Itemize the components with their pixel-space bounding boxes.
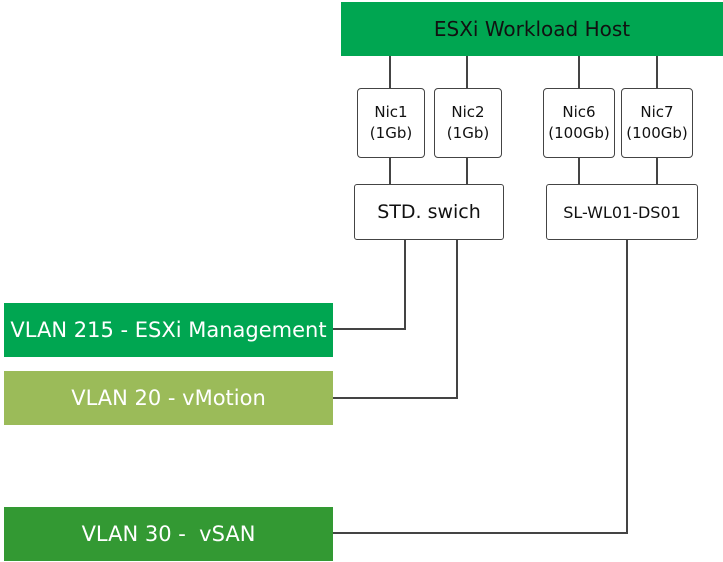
nic2-box: Nic2 (1Gb) — [434, 88, 502, 158]
esxi-host-label: ESXi Workload Host — [433, 17, 631, 41]
nic7-name: Nic7 — [640, 103, 674, 121]
vlan-vmotion-label: VLAN 20 - vMotion — [71, 386, 266, 410]
std-switch-box: STD. swich — [354, 184, 504, 240]
vlan-vsan-label: VLAN 30 - vSAN — [81, 522, 256, 546]
nic6-name: Nic6 — [562, 103, 596, 121]
vlan-management-label: VLAN 215 - ESXi Management — [10, 318, 327, 342]
esxi-host-box: ESXi Workload Host — [341, 2, 723, 56]
link-ds-switch-vlan30 — [333, 240, 628, 534]
nic2-speed: (1Gb) — [446, 124, 490, 142]
distributed-switch-box: SL-WL01-DS01 — [546, 184, 698, 240]
nic2-name: Nic2 — [451, 103, 485, 121]
vlan-vmotion-box: VLAN 20 - vMotion — [4, 371, 333, 425]
distributed-switch-label: SL-WL01-DS01 — [563, 202, 681, 222]
vlan-vsan-box: VLAN 30 - vSAN — [4, 507, 333, 561]
nic6-box: Nic6 (100Gb) — [543, 88, 615, 158]
link-std-switch-vlan20 — [333, 240, 458, 399]
std-switch-label: STD. swich — [377, 201, 481, 223]
nic1-box: Nic1 (1Gb) — [357, 88, 425, 158]
nic7-box: Nic7 (100Gb) — [621, 88, 693, 158]
link-std-switch-vlan215 — [333, 240, 406, 330]
nic1-speed: (1Gb) — [369, 124, 413, 142]
vlan-management-box: VLAN 215 - ESXi Management — [4, 303, 333, 357]
nic7-speed: (100Gb) — [626, 124, 688, 142]
nic1-name: Nic1 — [374, 103, 408, 121]
nic6-speed: (100Gb) — [548, 124, 610, 142]
